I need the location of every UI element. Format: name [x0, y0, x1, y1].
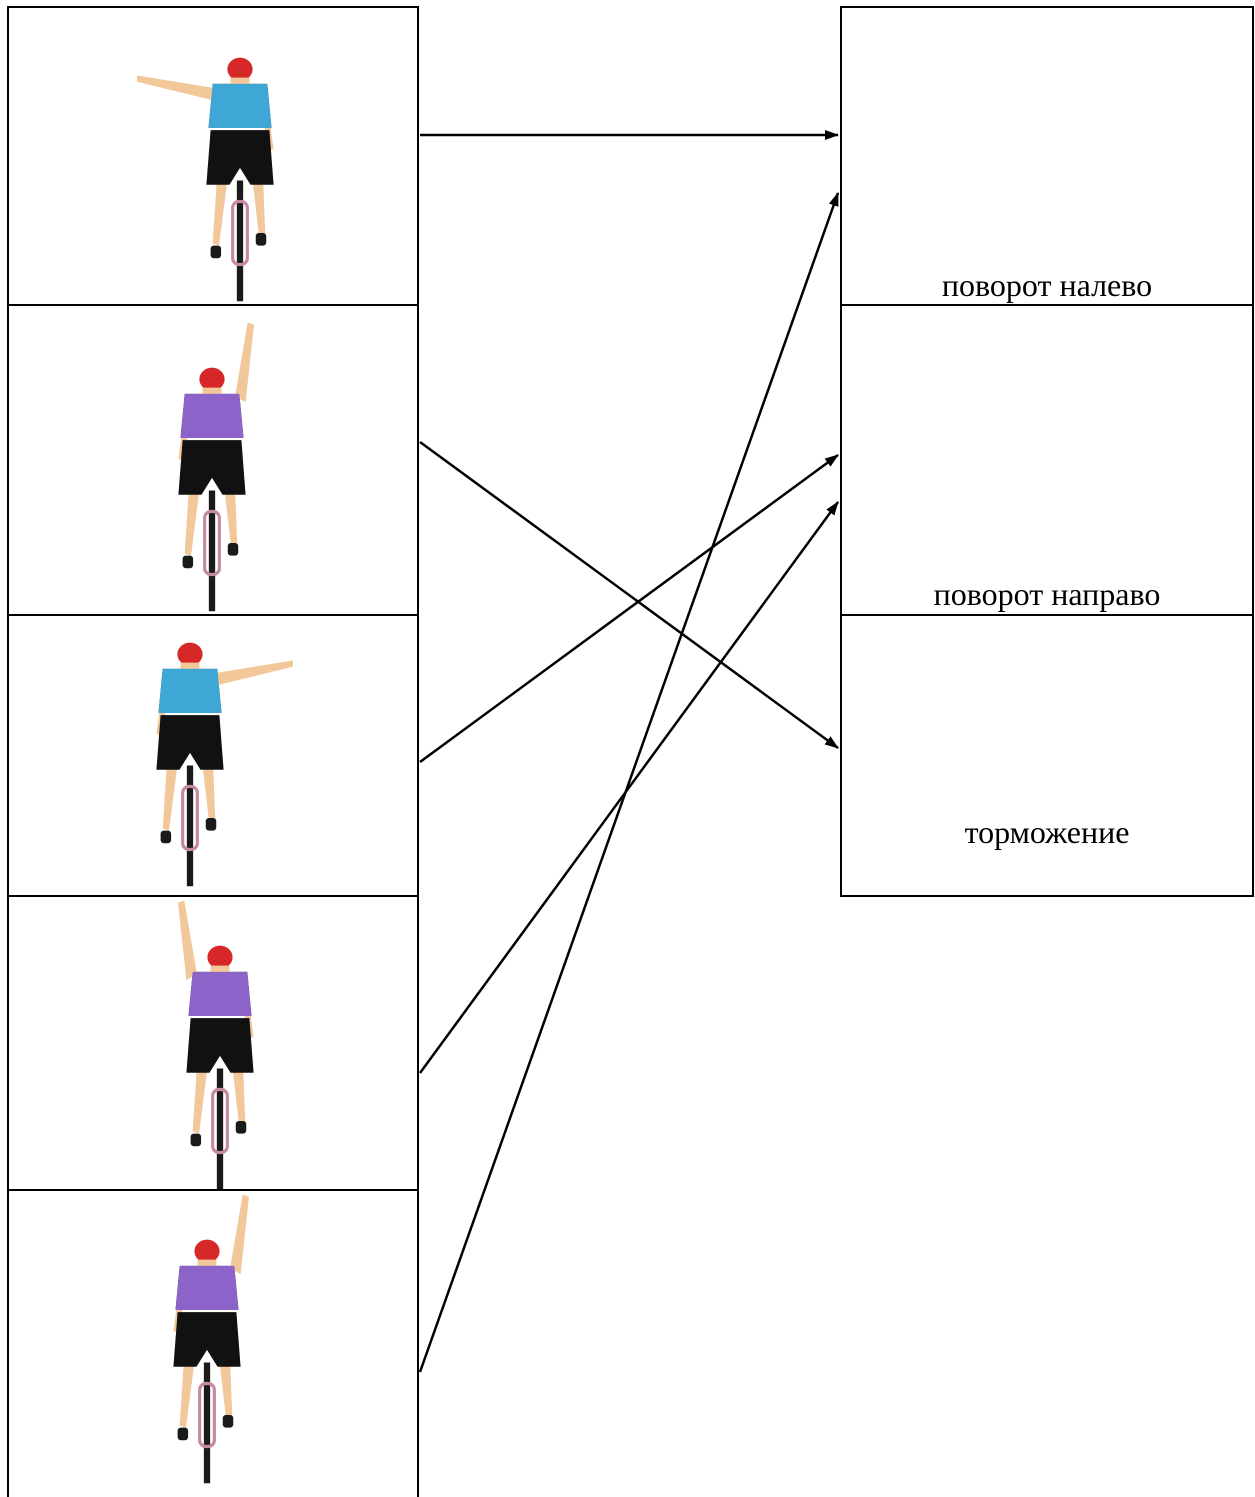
- arrow-card4-to-turn-right: [418, 501, 840, 1074]
- signal-arm: [235, 322, 254, 403]
- cyclist-figure-5: [171, 1194, 249, 1485]
- arrow-card2-to-braking: [419, 440, 839, 750]
- cyclist-figure-1: [137, 56, 276, 303]
- signal-arm: [215, 660, 293, 686]
- connector-arrows: [418, 130, 840, 1373]
- cyclist-figure-4: [178, 900, 256, 1191]
- cyclist-figure-2: [176, 322, 254, 613]
- cyclist-shirt: [175, 1265, 239, 1310]
- signal-arm: [230, 1194, 249, 1275]
- signal-arm: [137, 75, 215, 101]
- signal-arm: [178, 900, 197, 981]
- cyclist-figures: [137, 56, 293, 1485]
- signal-column: поворот налево поворот направо торможени…: [840, 6, 1254, 897]
- cyclist-figure-3: [154, 641, 293, 888]
- cyclist-shirt: [158, 668, 222, 713]
- signal-label-turn-right: поворот направо: [934, 576, 1161, 612]
- arrow-card3-to-turn-right: [419, 453, 839, 764]
- signal-box-braking: [840, 614, 1254, 897]
- arrow-card5-to-turn-left: [418, 192, 840, 1373]
- cyclist-shirt: [188, 971, 252, 1016]
- signal-box-turn-right: [840, 304, 1254, 616]
- signal-label-turn-left: поворот налево: [942, 267, 1152, 303]
- signal-box-turn-left: [840, 6, 1254, 306]
- signal-label-braking: торможение: [965, 814, 1130, 850]
- cyclist-shirt: [208, 83, 272, 128]
- cyclist-shirt: [180, 393, 244, 438]
